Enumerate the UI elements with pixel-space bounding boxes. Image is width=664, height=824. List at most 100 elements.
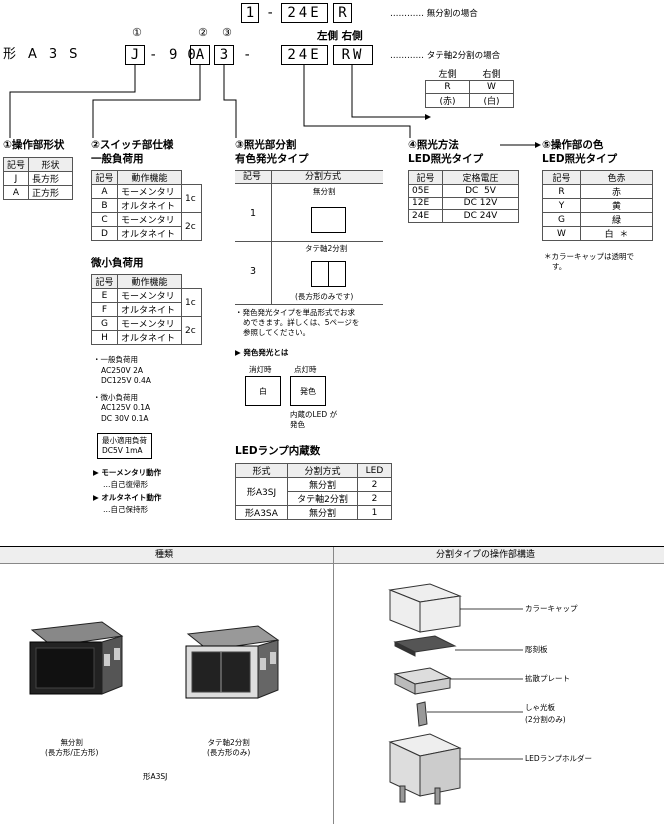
on-sample: 発色 <box>290 376 326 406</box>
s2-h1: 記号 <box>91 274 118 289</box>
s4-r1-c: 05E <box>408 184 443 198</box>
s5-h1: 記号 <box>542 170 581 185</box>
lamp-divided <box>311 261 346 287</box>
min-load-title: 最小適用負荷 <box>102 436 147 445</box>
s3-h1: 記号 <box>243 172 262 182</box>
s4-r2-c: 12E <box>408 196 443 210</box>
on-label: 点灯時 <box>294 365 317 374</box>
s5-h2: 色赤 <box>580 170 653 185</box>
s2-r6-v: オルタネイト <box>117 302 182 317</box>
s4-h1: 記号 <box>408 170 443 185</box>
part-color-cap: カラーキャップ <box>525 604 578 613</box>
s2-1c: 1c <box>181 184 202 213</box>
dash: - <box>149 47 163 63</box>
s2-h1: 記号 <box>91 170 118 185</box>
bottom-right-title: 分割タイプの操作部構造 <box>436 550 536 560</box>
s2-r6-c: F <box>91 302 118 317</box>
s5-note: ＊カラーキャップは透明で す。 <box>544 252 634 272</box>
s2-note-4: AC125V 0.1A <box>101 403 151 412</box>
part-led-holder: LEDランプホルダー <box>525 754 592 763</box>
s3-r1-label: 無分割 <box>313 187 336 196</box>
color-title: ▶ 発色発光とは <box>235 348 289 357</box>
alternate-text: オルタネイト動作 <box>101 493 162 502</box>
momentary-text: モーメンタリ動作 <box>101 468 162 477</box>
led-r2-div: タテ軸2分割 <box>287 491 358 506</box>
s3-r2-label: タテ軸2分割 <box>305 244 348 253</box>
s4-r1-v: DC 5V <box>442 184 519 198</box>
part-engraved-plate: 彫刻板 <box>525 645 548 654</box>
off-label: 消灯時 <box>249 365 272 374</box>
s2-note-0: ・一般負荷用 <box>93 355 138 364</box>
dash: - <box>266 5 280 21</box>
led-note-0: 内蔵のLED が <box>290 410 338 419</box>
s4-sub: LED照光タイプ <box>408 153 484 165</box>
s5-r4-v: 白 ＊ <box>580 226 653 241</box>
s5-r2-v: 黄 <box>580 198 653 213</box>
s5-r3-v: 緑 <box>580 212 653 227</box>
s2-notes: ・一般負荷用 AC250V 2A DC125V 0.4A ・微小負荷用 AC12… <box>93 355 151 424</box>
s5-note-1: す。 <box>552 262 567 271</box>
caption-undivided-0: 無分割 <box>60 738 83 747</box>
code-box-24e: 24E <box>281 3 328 23</box>
caption-undivided: 無分割 (長方形/正方形) <box>45 738 98 758</box>
s3-h2: 分割方式 <box>305 172 342 182</box>
s1-r1-c: J <box>2 171 30 186</box>
s2-sub2: 微小負荷用 <box>91 257 144 269</box>
s4-r2-v: DC 12V <box>442 196 519 210</box>
s2-note-1: AC250V 2A <box>101 365 143 375</box>
circle-2-label: ② <box>198 26 208 39</box>
model-prefix: 形A3S <box>3 47 90 62</box>
led-r1-model: 形A3SJ <box>235 477 288 506</box>
caption-divided-0: タテ軸2分割 <box>207 738 250 747</box>
s3-sub: 有色発光タイプ <box>235 153 309 165</box>
s2-r7-c: G <box>91 316 118 331</box>
s1-r1-v: 長方形 <box>28 171 74 186</box>
momentary-sub: …自己復帰形 <box>103 480 148 489</box>
model-caption: 形A3SJ <box>143 772 168 781</box>
connector-lines <box>9 65 541 148</box>
row1-note-text: 無分割の場合 <box>426 9 478 19</box>
s5-sub: LED照光タイプ <box>542 153 618 165</box>
code-box-24e: 24E <box>281 45 328 65</box>
color-title-text: 発色発光とは <box>243 348 289 357</box>
circle-3-label: ③ <box>222 26 232 39</box>
exploded-view-image <box>388 583 523 805</box>
led-title: LEDランプ内蔵数 <box>235 445 321 457</box>
s2-r7-v: モーメンタリ <box>117 316 182 331</box>
caption-divided-1: (長方形のみ) <box>207 748 251 757</box>
code-box-rw: RW <box>333 45 373 65</box>
switch-divided-image <box>185 625 280 699</box>
row2-note-text: タテ軸2分割の場合 <box>426 51 501 61</box>
s2-r1-c: A <box>91 184 118 199</box>
dash: - <box>243 47 257 63</box>
s2-1c: 1c <box>181 288 202 317</box>
caption-divided: タテ軸2分割 (長方形のみ) <box>207 738 250 758</box>
s4-h2: 定格電圧 <box>442 170 519 185</box>
led-note: 内蔵のLED が 発色 <box>290 410 337 430</box>
s2-r8-c: H <box>91 330 118 345</box>
s2-r4-c: D <box>91 226 118 241</box>
led-h3: LED <box>357 463 392 478</box>
s2-r5-v: モーメンタリ <box>117 288 182 303</box>
part-shade: しゃ光板 <box>525 703 555 712</box>
momentary-label: ▶ モーメンタリ動作 <box>93 468 162 477</box>
s4-r3-v: DC 24V <box>442 209 519 223</box>
s3-table: 記号 分割方式 1 無分割 3 タテ軸2分割 (長方形のみです) <box>235 170 383 305</box>
s2-r3-c: C <box>91 212 118 227</box>
led-note-1: 発色 <box>290 420 305 429</box>
s2-r2-v: オルタネイト <box>117 198 182 213</box>
row1-note: ………… 無分割の場合 <box>390 9 478 19</box>
led-r1-div: 無分割 <box>287 477 358 492</box>
code-box-1: 1 <box>241 3 259 23</box>
s5-r3-c: G <box>542 212 581 227</box>
s3-title: ③照光部分割 <box>235 139 297 151</box>
s2-r1-v: モーメンタリ <box>117 184 182 199</box>
s5-r4-c: W <box>542 226 581 241</box>
s4-title: ④照光方法 <box>408 139 459 151</box>
code-box-j: J <box>125 45 145 65</box>
min-load-box: 最小適用負荷 DC5V 1mA <box>97 433 152 459</box>
